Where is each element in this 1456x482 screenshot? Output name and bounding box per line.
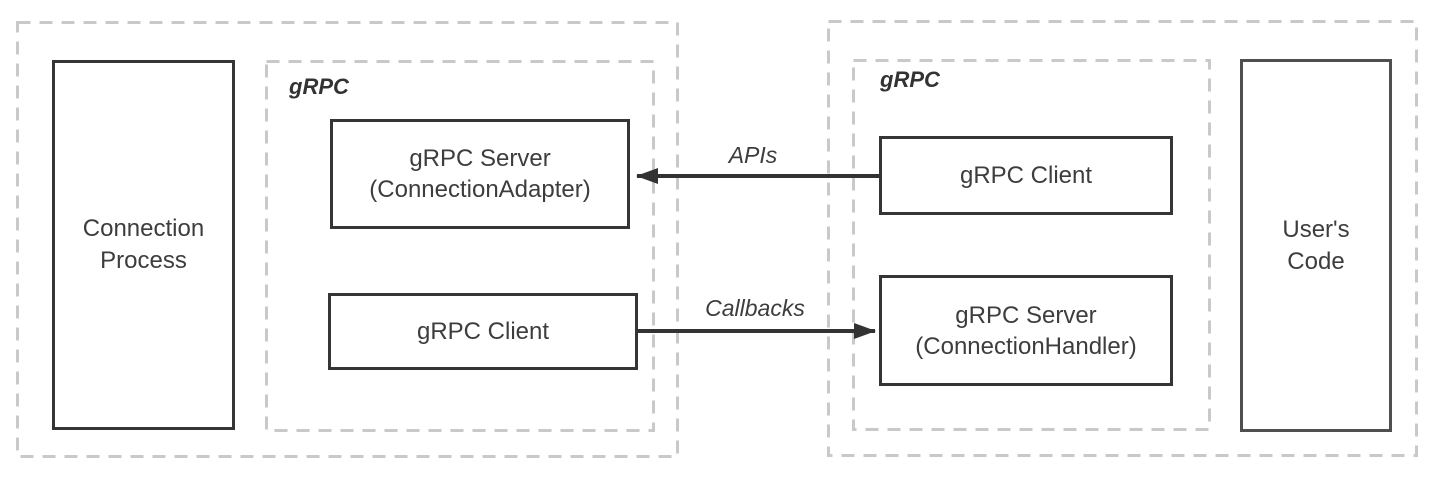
right-outer-dashed-container xyxy=(827,20,1418,457)
connection-process-box: Connection Process xyxy=(52,60,235,430)
left-grpc-group-label: gRPC xyxy=(289,74,349,99)
left-grpc-dashed-container xyxy=(265,60,655,432)
left-outer-dashed-container xyxy=(16,21,679,458)
grpc-server-connection-adapter-box: gRPC Server (ConnectionAdapter) xyxy=(330,119,630,229)
users-code-box: User's Code xyxy=(1240,59,1392,432)
callbacks-arrow-label: Callbacks xyxy=(705,295,805,321)
left-grpc-client-box: gRPC Client xyxy=(328,293,638,370)
apis-arrow-label: APIs xyxy=(728,142,778,168)
right-grpc-dashed-container xyxy=(852,59,1211,431)
grpc-server-connection-handler-box: gRPC Server (ConnectionHandler) xyxy=(879,275,1173,386)
right-grpc-client-box: gRPC Client xyxy=(879,136,1173,215)
right-grpc-group-label: gRPC xyxy=(880,67,940,92)
